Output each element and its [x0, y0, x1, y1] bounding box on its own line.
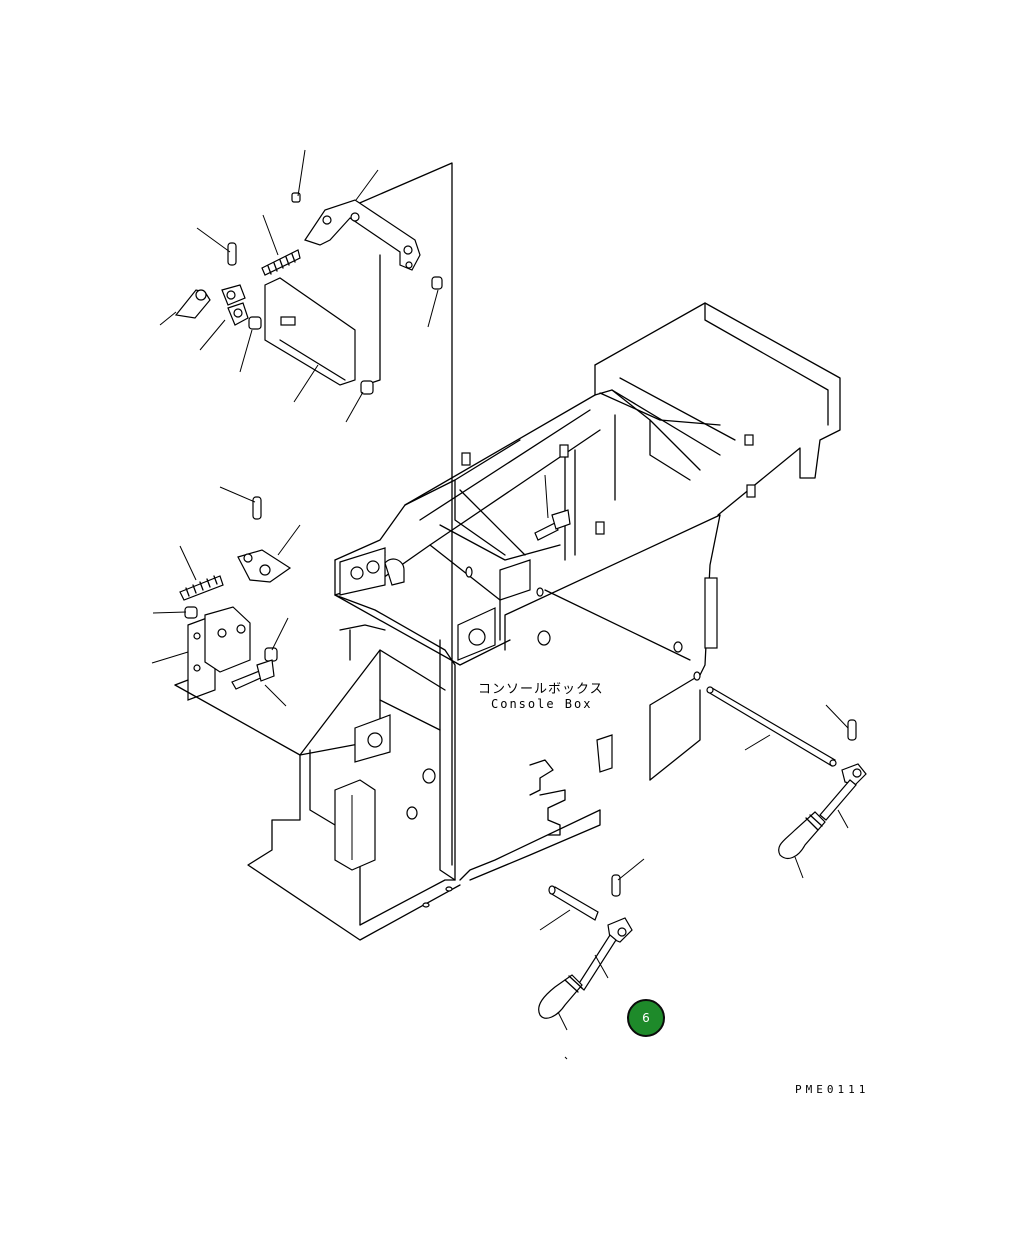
mid-bracket-assembly — [174, 496, 301, 756]
right-lever-assembly — [706, 686, 867, 859]
lower-lever-assembly — [538, 874, 633, 1019]
leader-lines — [151, 149, 849, 1060]
upper-bracket-assembly — [174, 162, 453, 866]
top-bolt — [534, 509, 571, 541]
console-box-body — [247, 302, 841, 941]
drawing-code: PME0111 — [795, 1083, 870, 1096]
console-box-label-jp: コンソールボックス — [478, 682, 604, 697]
page-number-badge[interactable]: 6 — [627, 999, 665, 1037]
console-box-label-en: Console Box — [491, 697, 593, 711]
